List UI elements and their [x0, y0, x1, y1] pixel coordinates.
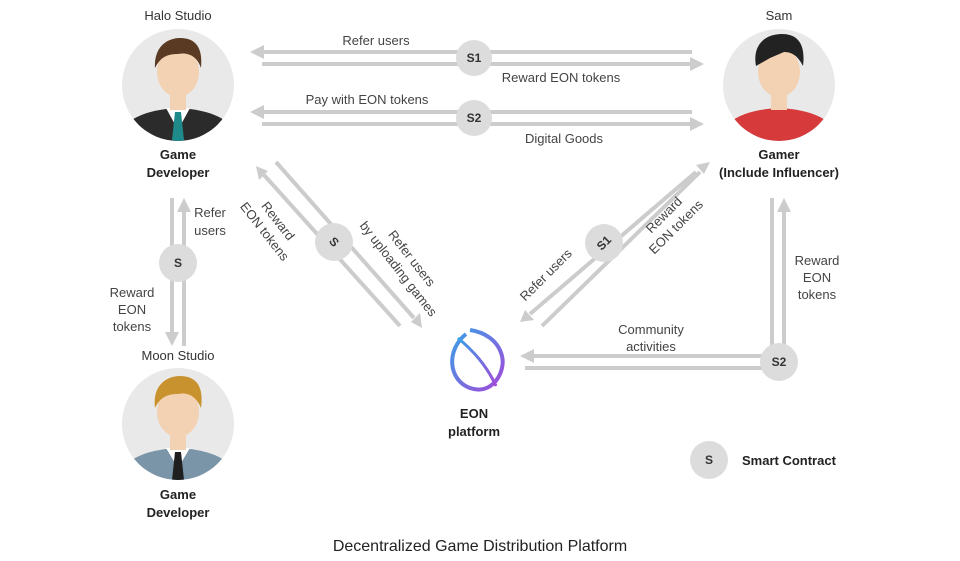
- sam-name: Sam: [766, 8, 793, 23]
- badge-s-diag: S: [315, 223, 353, 261]
- badge-s2-right-label: S2: [772, 355, 787, 369]
- badge-s2-right: S2: [760, 343, 798, 381]
- label-left-reward-3: tokens: [113, 319, 152, 334]
- arrow-community-activities: [520, 349, 772, 363]
- arrow-sam-reward-to-sam: [540, 162, 710, 328]
- diagram-caption: Decentralized Game Distribution Platform: [333, 538, 627, 555]
- sam-role-line1: Gamer: [758, 147, 799, 162]
- eon-name-line2: platform: [448, 424, 500, 439]
- label-refer-users-top: Refer users: [342, 33, 410, 48]
- label-left-refer-2: users: [194, 223, 226, 238]
- label-digital-goods: Digital Goods: [525, 131, 604, 146]
- label-right-reward-2: EON: [803, 270, 831, 285]
- sam-avatar: [723, 29, 835, 141]
- label-right-reward-3: tokens: [798, 287, 837, 302]
- legend-label: Smart Contract: [742, 453, 837, 468]
- badge-s1-top-label: S1: [467, 51, 482, 65]
- halo-role-line1: Game: [160, 147, 196, 162]
- label-pay-with-eon: Pay with EON tokens: [306, 92, 429, 107]
- halo-avatar: [122, 29, 234, 141]
- badge-s1-diag: S1: [585, 224, 623, 262]
- halo-name: Halo Studio: [144, 8, 211, 23]
- moon-name: Moon Studio: [142, 348, 215, 363]
- label-left-reward-2: EON: [118, 302, 146, 317]
- legend: S Smart Contract: [690, 441, 837, 479]
- eon-logo-icon: [450, 328, 505, 392]
- legend-symbol: S: [705, 453, 713, 467]
- label-diag-refer: Refer users by uploading games: [357, 218, 441, 319]
- label-community-1: Community: [618, 322, 684, 337]
- legend-symbol-circle: [690, 441, 728, 479]
- badge-s2-top: S2: [456, 100, 492, 136]
- label-right-reward-1: Reward: [795, 253, 840, 268]
- badge-s-left-label: S: [174, 256, 182, 270]
- moon-role-line1: Game: [160, 487, 196, 502]
- label-left-refer-1: Refer: [194, 205, 226, 220]
- badge-s1-top: S1: [456, 40, 492, 76]
- arrow-right-reward-up: [525, 198, 791, 370]
- label-left-reward-1: Reward: [110, 285, 155, 300]
- moon-role-line2: Developer: [147, 505, 210, 520]
- halo-role-line2: Developer: [147, 165, 210, 180]
- label-diag-reward: Reward EON tokens: [237, 199, 298, 264]
- eon-name-line1: EON: [460, 406, 488, 421]
- sam-role-line2: (Include Influencer): [719, 165, 839, 180]
- badge-s2-top-label: S2: [467, 111, 482, 125]
- label-sam-refer-users: Refer users: [517, 245, 575, 303]
- label-community-2: activities: [626, 339, 676, 354]
- label-reward-eon-top: Reward EON tokens: [502, 70, 621, 85]
- badge-s-left: S: [159, 244, 197, 282]
- moon-avatar: [122, 368, 234, 480]
